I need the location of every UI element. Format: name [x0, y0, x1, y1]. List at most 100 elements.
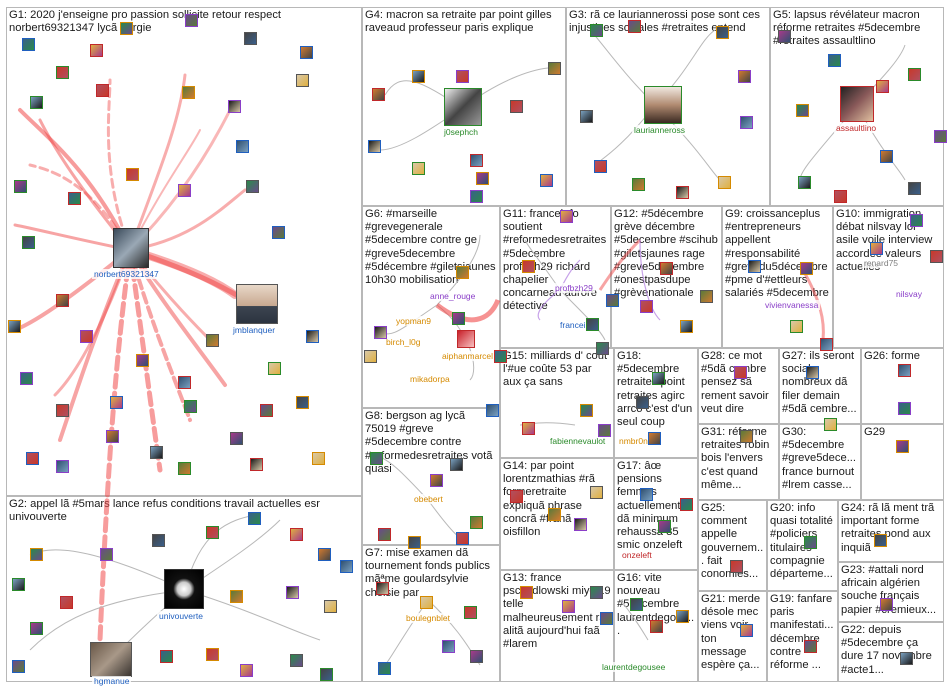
avatar-tile[interactable]: [12, 660, 25, 673]
avatar-tile[interactable]: [910, 214, 923, 227]
avatar-tile[interactable]: [510, 490, 523, 503]
avatar-tile[interactable]: [718, 176, 731, 189]
avatar-tile[interactable]: [376, 582, 389, 595]
avatar-tile[interactable]: [596, 342, 609, 355]
avatar-tile[interactable]: [370, 452, 383, 465]
avatar-tile[interactable]: [574, 518, 587, 531]
avatar-tile[interactable]: [600, 612, 613, 625]
avatar-tile[interactable]: [178, 184, 191, 197]
avatar-tile[interactable]: [548, 62, 561, 75]
avatar-tile[interactable]: [56, 460, 69, 473]
avatar-tile[interactable]: [374, 326, 387, 339]
avatar-tile[interactable]: [228, 100, 241, 113]
avatar-tile[interactable]: [106, 430, 119, 443]
avatar-tile[interactable]: [56, 294, 69, 307]
avatar-tile[interactable]: [594, 160, 607, 173]
avatar-tile[interactable]: [268, 362, 281, 375]
avatar-tile[interactable]: [470, 154, 483, 167]
avatar-laurianne[interactable]: [644, 86, 682, 124]
avatar-tile[interactable]: [412, 70, 425, 83]
avatar-tile[interactable]: [740, 430, 753, 443]
avatar-tile[interactable]: [60, 596, 73, 609]
avatar-tile[interactable]: [652, 372, 665, 385]
avatar-tile[interactable]: [230, 432, 243, 445]
avatar-tile[interactable]: [364, 350, 377, 363]
avatar-tile[interactable]: [934, 130, 947, 143]
avatar-tile[interactable]: [340, 560, 353, 573]
avatar-assaultlino[interactable]: [840, 86, 874, 122]
avatar-tile[interactable]: [640, 300, 653, 313]
avatar-tile[interactable]: [870, 242, 883, 255]
avatar-univouverte[interactable]: [164, 569, 204, 609]
avatar-tile[interactable]: [110, 396, 123, 409]
avatar-tile[interactable]: [716, 26, 729, 39]
avatar-tile[interactable]: [420, 596, 433, 609]
avatar-tile[interactable]: [876, 80, 889, 93]
avatar-tile[interactable]: [470, 650, 483, 663]
avatar-tile[interactable]: [522, 422, 535, 435]
avatar-tile[interactable]: [56, 404, 69, 417]
group-panel-g23[interactable]: G23: #attali nord africain algérien souc…: [838, 562, 944, 622]
avatar-tile[interactable]: [290, 528, 303, 541]
avatar-tile[interactable]: [930, 250, 943, 263]
avatar-tile[interactable]: [378, 528, 391, 541]
avatar-tile[interactable]: [798, 176, 811, 189]
avatar-tile[interactable]: [740, 624, 753, 637]
avatar-tile[interactable]: [182, 86, 195, 99]
avatar-tile[interactable]: [412, 162, 425, 175]
avatar-tile[interactable]: [824, 418, 837, 431]
avatar-tile[interactable]: [22, 236, 35, 249]
avatar-tile[interactable]: [296, 74, 309, 87]
avatar-tile[interactable]: [120, 22, 133, 35]
group-panel-g18[interactable]: G18: #5decembre retraites point retraite…: [614, 348, 698, 458]
avatar-tile[interactable]: [260, 404, 273, 417]
avatar-tile[interactable]: [14, 180, 27, 193]
avatar-tile[interactable]: [820, 338, 833, 351]
avatar-tile[interactable]: [900, 652, 913, 665]
avatar-tile[interactable]: [548, 508, 561, 521]
avatar-tile[interactable]: [660, 262, 673, 275]
avatar-tile[interactable]: [586, 318, 599, 331]
avatar-jmblanquer[interactable]: [236, 284, 278, 324]
avatar-tile[interactable]: [494, 350, 507, 363]
avatar-tile[interactable]: [676, 610, 689, 623]
group-panel-g24[interactable]: G24: rã lã ment trã important forme retr…: [838, 500, 944, 562]
avatar-tile[interactable]: [12, 578, 25, 591]
avatar-tile[interactable]: [806, 366, 819, 379]
avatar-tile[interactable]: [790, 320, 803, 333]
avatar-tile[interactable]: [184, 400, 197, 413]
avatar-tile[interactable]: [456, 532, 469, 545]
group-panel-g12[interactable]: G12: #5décembre grève décembre #5decembr…: [611, 206, 722, 348]
avatar-tile[interactable]: [880, 150, 893, 163]
avatar-aiphanmarcel[interactable]: [457, 330, 475, 348]
avatar-tile[interactable]: [632, 178, 645, 191]
avatar-tile[interactable]: [206, 648, 219, 661]
avatar-tile[interactable]: [318, 548, 331, 561]
group-panel-g25[interactable]: G25: comment appelle gouvernem... fait c…: [698, 500, 767, 591]
avatar-tile[interactable]: [178, 462, 191, 475]
avatar-tile[interactable]: [150, 446, 163, 459]
avatar-tile[interactable]: [700, 290, 713, 303]
avatar-tile[interactable]: [680, 320, 693, 333]
avatar-tile[interactable]: [560, 210, 573, 223]
avatar-tile[interactable]: [650, 620, 663, 633]
avatar-tile[interactable]: [408, 536, 421, 549]
avatar-tile[interactable]: [248, 512, 261, 525]
avatar-tile[interactable]: [442, 640, 455, 653]
avatar-tile[interactable]: [562, 600, 575, 613]
avatar-tile[interactable]: [206, 334, 219, 347]
group-panel-g19[interactable]: G19: fanfare paris manifestati... décemb…: [767, 591, 838, 682]
avatar-tile[interactable]: [68, 192, 81, 205]
avatar-tile[interactable]: [522, 260, 535, 273]
avatar-tile[interactable]: [874, 534, 887, 547]
avatar-tile[interactable]: [160, 650, 173, 663]
avatar-hgmanue[interactable]: [90, 642, 132, 677]
avatar-tile[interactable]: [520, 586, 533, 599]
avatar-tile[interactable]: [908, 182, 921, 195]
avatar-tile[interactable]: [834, 190, 847, 203]
avatar-tile[interactable]: [300, 46, 313, 59]
avatar-tile[interactable]: [230, 590, 243, 603]
avatar-tile[interactable]: [136, 354, 149, 367]
avatar-tile[interactable]: [240, 664, 253, 677]
group-panel-g28[interactable]: G28: ce mot #5dã cembre pensez sã rement…: [698, 348, 779, 424]
